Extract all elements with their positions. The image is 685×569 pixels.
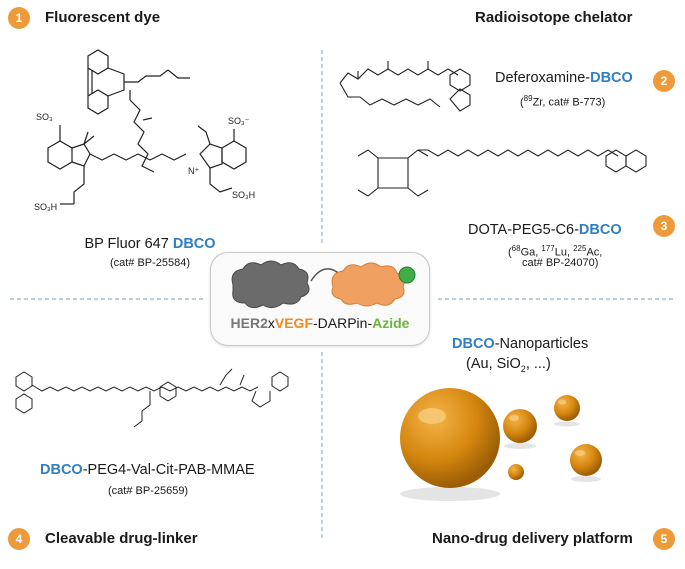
nanoparticles-illustration xyxy=(400,388,602,501)
section-badge-3: 3 xyxy=(653,215,675,237)
dota-isotopes: (68Ga, 177Lu, 225Ac, xyxy=(508,244,603,259)
so3-label-right: SO₃⁻ xyxy=(228,116,250,126)
drug-linker-catalog: (cat# BP-25659) xyxy=(108,485,189,497)
dbco-nanoparticles-name: DBCO-Nanoparticles xyxy=(452,336,588,352)
heading-fluorescent-dye: Fluorescent dye xyxy=(45,9,161,26)
dbco-text: DBCO xyxy=(590,70,633,86)
dbco-text: DBCO xyxy=(452,336,495,352)
section-badge-2: 2 xyxy=(653,70,675,92)
dbco-peg4-val-cit-pab-mmae-name: DBCO-PEG4-Val-Cit-PAB-MMAE xyxy=(40,462,255,478)
azide-group-dot xyxy=(398,266,416,284)
deferoxamine-dbco-name: Deferoxamine-DBCO xyxy=(495,70,633,86)
name-prefix: DOTA-PEG5-C6- xyxy=(468,222,579,238)
bp-fluor-647-structure: SO₃ SO₃⁻ SO₃H SO₃H N⁺ xyxy=(34,49,255,212)
section-badge-1: 1 xyxy=(8,7,30,29)
name-prefix: Deferoxamine- xyxy=(495,70,591,86)
deferoxamine-dbco-structure xyxy=(339,61,471,112)
catalog-text: Zr, cat# B-773) xyxy=(532,96,606,109)
dbco-text: DBCO xyxy=(40,462,83,478)
dbco-text: DBCO xyxy=(172,236,216,252)
so3-label-left: SO₃ xyxy=(36,112,53,122)
materials-text-a: (Au, SiO xyxy=(466,356,521,372)
her2-domain-blob xyxy=(231,260,310,309)
ac-isotope-sup: 225 xyxy=(573,244,587,253)
vegf-text: VEGF xyxy=(274,315,313,331)
section-badge-4: 4 xyxy=(8,528,30,550)
medium-nanoparticle-1 xyxy=(503,409,537,449)
large-nanoparticle xyxy=(400,388,500,501)
dota-peg5-c6-dbco-name: DOTA-PEG5-C6-DBCO xyxy=(468,222,622,238)
dbco-peg4-val-cit-pab-mmae-structure xyxy=(15,368,289,428)
dota-catalog: cat# BP-24070) xyxy=(522,257,599,269)
so3h-label-left: SO₃H xyxy=(34,202,57,212)
darpin-text: -DARPin- xyxy=(313,315,373,331)
her2-vegf-darpin-card: HER2xVEGF-DARPin-Azide xyxy=(210,252,430,346)
n-plus-label: N⁺ xyxy=(188,166,199,176)
small-nanoparticle xyxy=(508,464,524,480)
nanoparticle-materials: (Au, SiO2, ...) xyxy=(466,356,551,374)
azide-text: Azide xyxy=(372,315,410,331)
dota-peg5-c6-dbco-structure xyxy=(357,149,647,197)
name-prefix: BP Fluor 647 xyxy=(84,236,173,252)
medium-nanoparticle-3 xyxy=(570,444,602,482)
medium-nanoparticle-2 xyxy=(554,395,580,427)
heading-nano-drug-delivery-platform: Nano-drug delivery platform xyxy=(432,530,633,547)
x-text: x xyxy=(267,315,275,331)
ga-isotope-sup: 68 xyxy=(511,244,521,253)
her2-text: HER2 xyxy=(230,315,268,331)
darpin-protein-illustration xyxy=(231,260,416,309)
bp-fluor-647-catalog: (cat# BP-25584) xyxy=(109,257,191,269)
ga-text: Ga, xyxy=(520,246,542,259)
section-badge-5: 5 xyxy=(653,528,675,550)
dbco-text: DBCO xyxy=(578,222,622,238)
heading-radioisotope-chelator: Radioisotope chelator xyxy=(475,9,633,26)
name-suffix: -PEG4-Val-Cit-PAB-MMAE xyxy=(82,462,255,478)
so3h-label-right: SO₃H xyxy=(232,190,255,200)
ac-text: Ac, xyxy=(586,246,603,259)
name-suffix: -Nanoparticles xyxy=(494,336,589,352)
sio2-subscript: 2 xyxy=(520,363,526,374)
heading-cleavable-drug-linker: Cleavable drug-linker xyxy=(45,530,198,547)
zr-isotope-sup: 89 xyxy=(523,94,533,103)
bp-fluor-647-name: BP Fluor 647 DBCO xyxy=(40,236,260,252)
vegf-domain-blob xyxy=(331,262,405,307)
lu-text: Lu, xyxy=(554,246,574,259)
deferoxamine-catalog: (89Zr, cat# B-773) xyxy=(520,94,606,109)
materials-text-b: , ...) xyxy=(525,356,551,372)
darpin-label: HER2xVEGF-DARPin-Azide xyxy=(211,315,429,331)
lu-isotope-sup: 177 xyxy=(541,244,555,253)
